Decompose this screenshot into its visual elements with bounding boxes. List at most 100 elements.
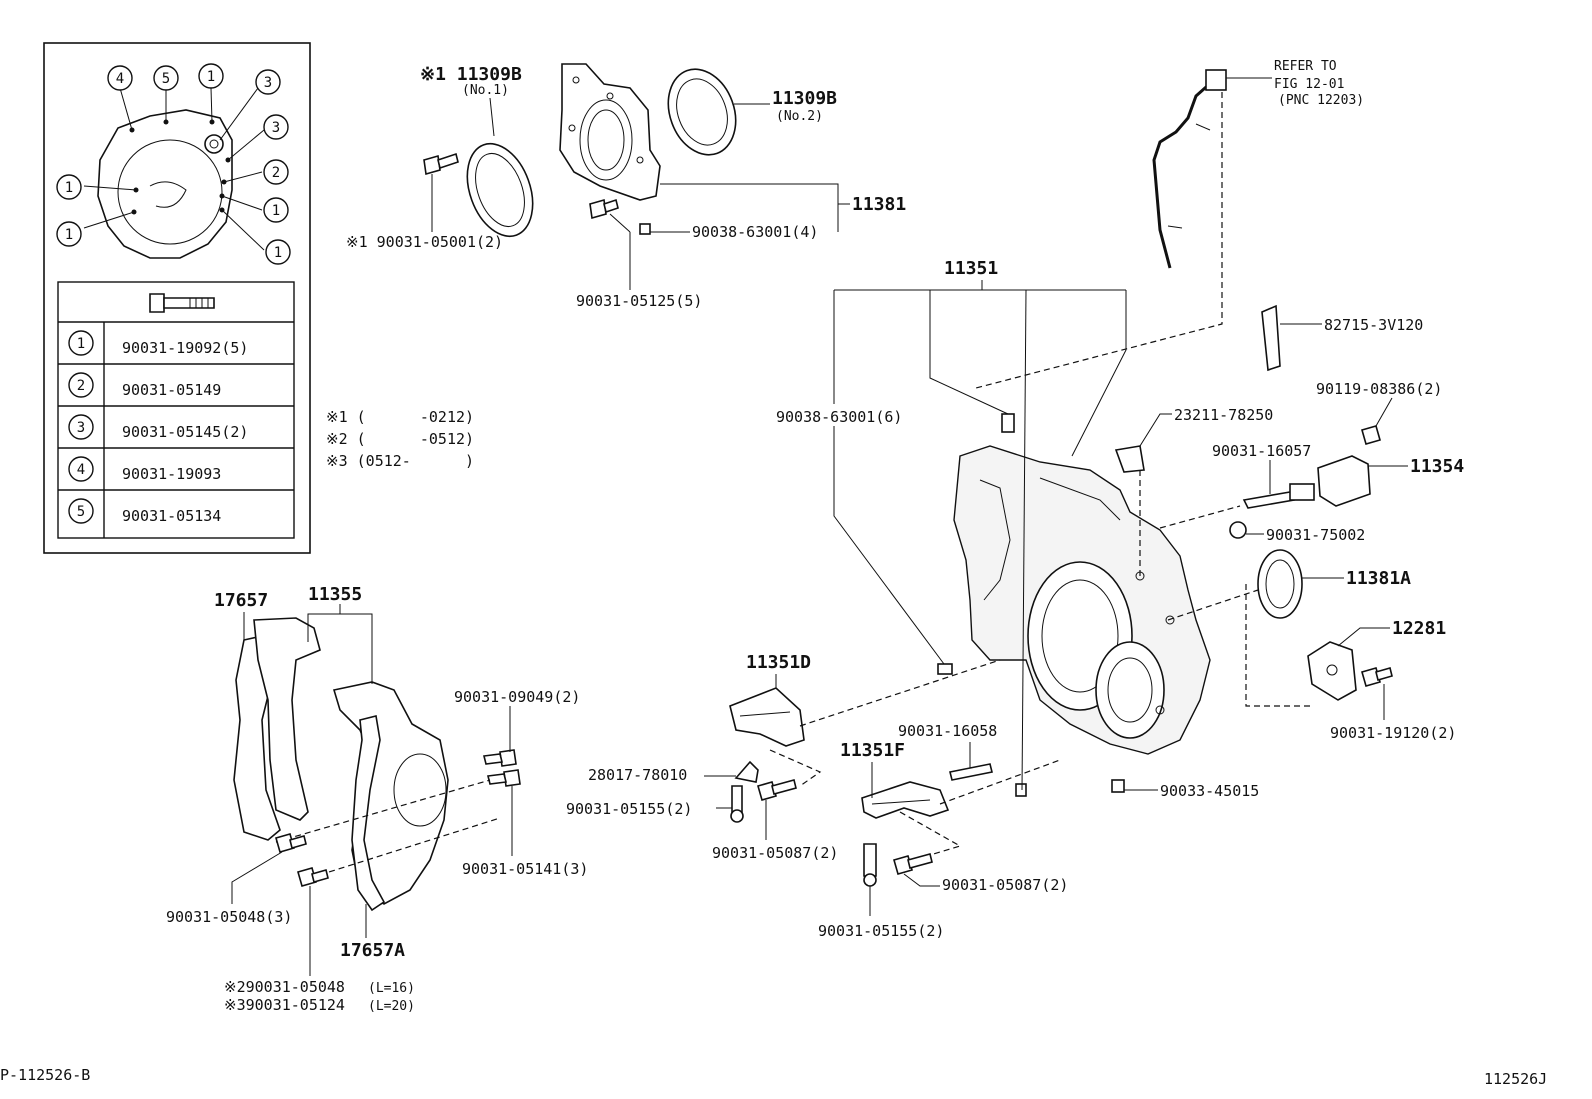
note-line: ※1 ( -0212) [326,408,474,426]
callout-5: 5 [153,65,179,91]
bolt-05125-label: 90031-05125(5) [576,292,702,310]
stud-16058-drawing [949,763,993,781]
svg-text:1: 1 [65,227,73,243]
part-11351d-drawing [729,687,805,747]
callout-1: 1 [265,239,291,265]
row-number: 1 [77,336,85,352]
pin-63001-6-label: 90038-63001(6) [776,408,902,426]
notes-block: ※1 ( -0212) ※2 ( -0512) ※3 (0512- ) [326,408,474,470]
row-number: 2 [77,378,85,394]
bracket-28017-label: 28017-78010 [588,766,687,784]
pin-icon [1015,783,1027,797]
oil-pipe-drawing [1152,69,1227,269]
bracket-28017-drawing [734,760,759,783]
x3-bolt-label: ※390031-05124 [224,996,345,1014]
refer-line2: FIG 12-01 [1274,77,1344,92]
plug-45015-label: 90033-45015 [1160,782,1259,800]
bolt-icon [757,779,797,801]
bolt-09049-label: 90031-09049(2) [454,688,580,706]
callout-4: 4 [107,65,133,91]
bolt-icon [423,152,459,176]
x2-length-label: (L=16) [368,981,415,996]
bolt-05141-label: 90031-05141(3) [462,860,588,878]
part-12281-label: 12281 [1392,618,1446,639]
table-row: 3 90031-05145(2) [68,414,248,441]
clamp-82715-label: 82715-3V120 [1324,316,1423,334]
bolt-label: ※1 90031-05001(2) [346,233,503,251]
seal-no1-sub: (No.1) [462,83,509,98]
clamp-82715-drawing [1261,304,1281,372]
clamp-23211-label: 23211-78250 [1174,406,1273,424]
part-11351d-label: 11351D [746,652,811,673]
refer-line1: REFER TO [1274,59,1337,74]
row-part-number: 90031-05134 [122,507,221,525]
svg-text:1: 1 [274,245,282,261]
svg-text:3: 3 [264,75,272,91]
part-11351-label: 11351 [944,258,998,279]
svg-text:3: 3 [272,120,280,136]
part-11354-label: 11354 [1410,456,1464,477]
bolt-19120-label: 90031-19120(2) [1330,724,1456,742]
seal-no2-sub: (No.2) [776,109,823,124]
pin-icon [937,663,953,675]
svg-text:1: 1 [272,203,280,219]
bolt-icon [275,833,307,853]
seal-11381a-drawing [1257,549,1303,619]
stud-16058-label: 90031-16058 [898,722,997,740]
callout-3: 3 [255,69,281,95]
pin-icon [1001,413,1015,433]
refer-line3: (PNC 12203) [1278,93,1364,108]
bolt-icon [483,749,517,767]
bolt-icon [297,867,329,887]
row-number: 3 [77,420,85,436]
nut-icon [1229,521,1247,539]
bolt-05087-a-label: 90031-05087(2) [712,844,838,862]
bolt-icon [1361,425,1381,445]
note-line: ※2 ( -0512) [326,430,474,448]
callout-1: 1 [56,221,82,247]
callout-1: 1 [263,197,289,223]
bolt-icon [589,198,619,220]
clamp-23211-drawing [1114,445,1145,473]
timing-case-11351-drawing [953,445,1211,755]
table-row: 5 90031-05134 [68,498,221,525]
x3-length-label: (L=20) [368,999,415,1014]
part-17657-label: 17657 [214,590,268,611]
row-number: 4 [77,462,85,478]
row-number: 5 [77,504,85,520]
row-part-number: 90031-05145(2) [122,423,248,441]
svg-text:4: 4 [116,71,124,87]
part-11381-label: 11381 [852,194,906,215]
cover-11354-drawing [1317,455,1371,507]
callout-1: 1 [198,63,224,89]
pin-63001-4-label: 90038-63001(4) [692,223,818,241]
callout-3: 3 [263,114,289,140]
bolt-icon [863,843,877,887]
seal-no1-group [423,97,534,238]
plug-icon [1111,779,1125,793]
pin-icon [639,223,651,235]
footer-right-code: 112526J [1484,1070,1547,1088]
part-17657a-label: 17657A [340,940,405,961]
svg-text:2: 2 [272,165,280,181]
svg-text:5: 5 [162,71,170,87]
stud-16057-label: 90031-16057 [1212,442,1311,460]
bolt-05048-label: 90031-05048(3) [166,908,292,926]
note-line: ※3 (0512- ) [326,452,474,470]
seal-no1-code: ※1 11309B [420,64,522,85]
retainer-11381-drawing [559,63,661,235]
svg-text:1: 1 [207,69,215,85]
stud-16057-drawing [1242,483,1315,509]
gasket-17657a-drawing [351,715,386,912]
seal-no2-code: 11309B [772,88,837,109]
part-11351f-label: 11351F [840,740,905,761]
callout-2: 2 [263,159,289,185]
callout-1: 1 [56,174,82,200]
part-11381a-label: 11381A [1346,568,1411,589]
part-11351f-drawing [861,781,950,819]
footer-left-code: P-112526-B [0,1066,90,1084]
